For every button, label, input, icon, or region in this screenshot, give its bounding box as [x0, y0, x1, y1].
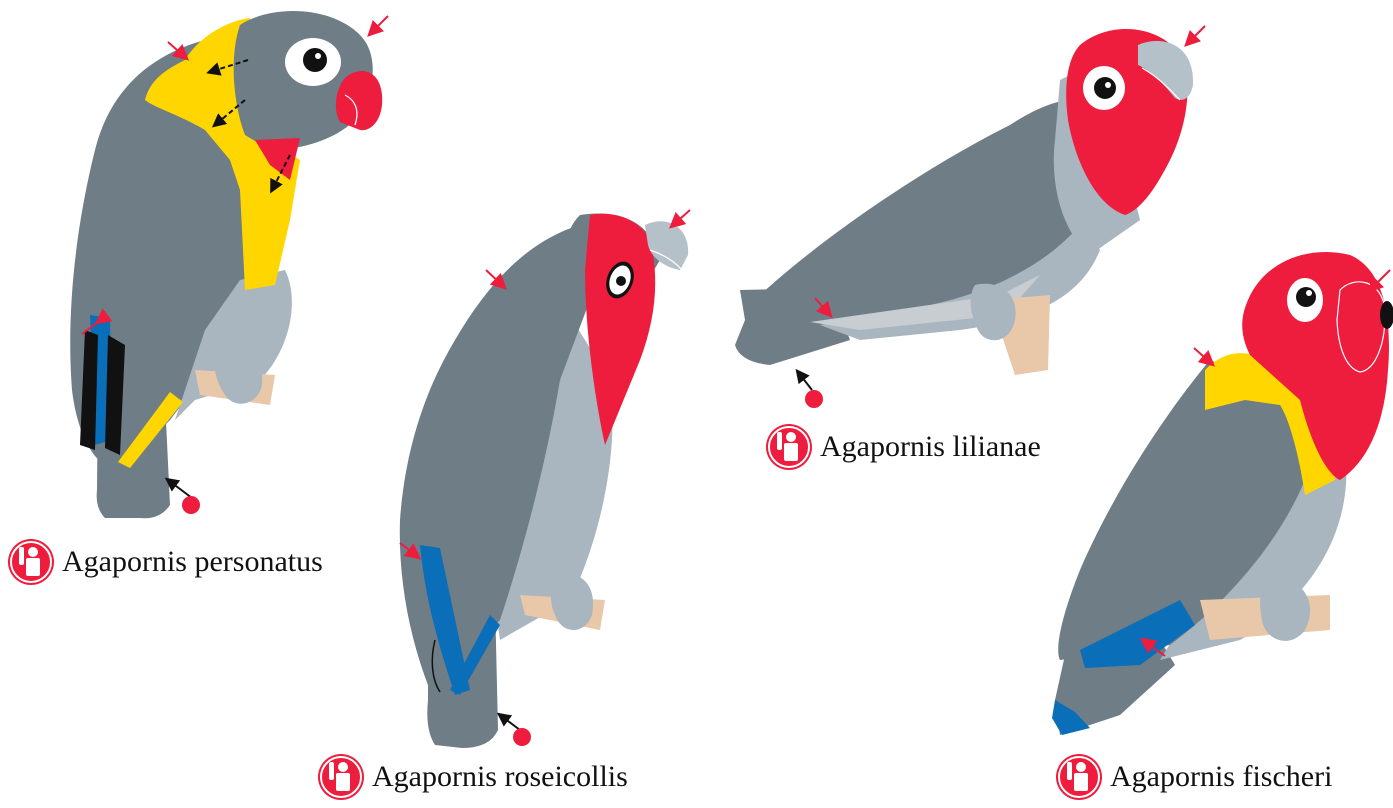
person-with-raised-hand-icon [6, 537, 56, 587]
person-with-raised-hand-icon [1054, 752, 1104, 802]
label-personatus: Agapornis personatus [6, 537, 323, 587]
roseicollis-dot [513, 728, 531, 746]
bird-roseicollis [400, 210, 690, 748]
bird-personatus [70, 11, 388, 518]
species-name: Agapornis personatus [62, 545, 323, 579]
personatus-eye [303, 48, 327, 72]
fischeri-foot [1260, 579, 1310, 641]
species-name: Agapornis lilianae [820, 430, 1041, 464]
species-name: Agapornis roseicollis [372, 760, 628, 794]
bird-fischeri [1052, 252, 1393, 735]
label-fischeri: Agapornis fischeri [1054, 752, 1332, 802]
species-name: Agapornis fischeri [1110, 760, 1332, 794]
lilianae-eye [1094, 77, 1116, 99]
personatus-dot [182, 496, 200, 514]
fischeri-eye [1296, 287, 1316, 307]
label-lilianae: Agapornis lilianae [764, 422, 1041, 472]
label-roseicollis: Agapornis roseicollis [316, 752, 628, 802]
person-with-raised-hand-icon [764, 422, 814, 472]
roseicollis-eye [616, 276, 626, 286]
lilianae-dot [805, 390, 823, 408]
roseicollis-foot [551, 574, 593, 630]
person-with-raised-hand-icon [316, 752, 366, 802]
bird-lilianae [735, 26, 1205, 408]
